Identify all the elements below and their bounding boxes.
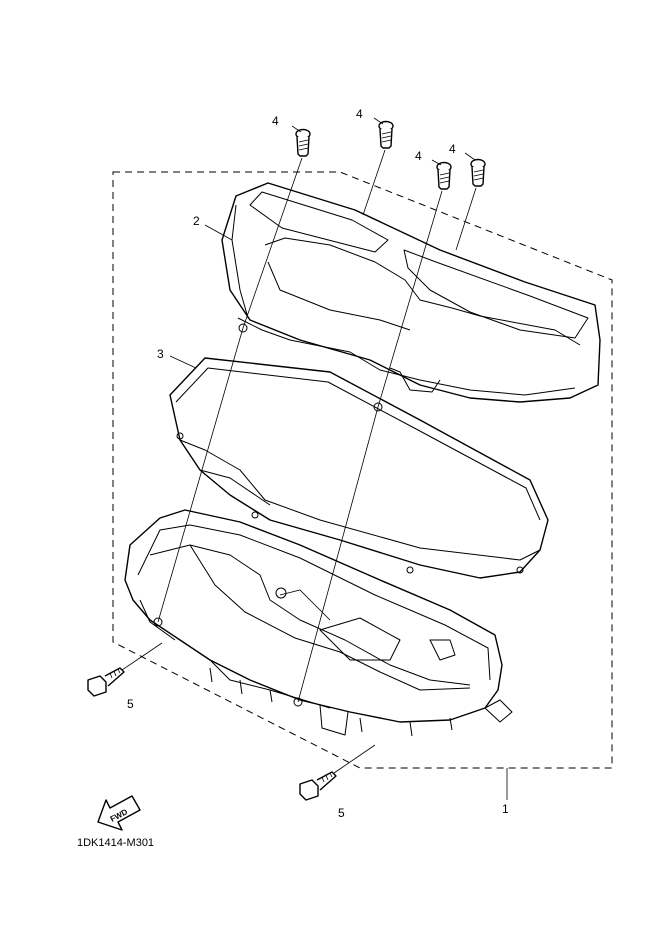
- screw-4-c-icon: [436, 161, 452, 190]
- callout-3: 3: [157, 347, 164, 361]
- assembly-boundary: [112, 171, 613, 769]
- screw-4-b-icon: [378, 120, 394, 149]
- bolt-5-b-icon: [299, 771, 337, 801]
- callout-4-b: 4: [356, 107, 363, 121]
- callout-1: 1: [502, 802, 509, 816]
- callout-5-a: 5: [127, 697, 134, 711]
- screw-4-a-icon: [295, 128, 311, 157]
- callout-2: 2: [193, 214, 200, 228]
- lower-case-assembly: [124, 509, 513, 737]
- upper-case-part-2: [221, 182, 601, 412]
- callout-5-b: 5: [338, 806, 345, 820]
- lens-cover-part-3: [169, 357, 549, 579]
- screw-4-d-icon: [470, 158, 486, 187]
- fwd-arrow-icon: FWD: [97, 795, 141, 831]
- bolt-5-a-icon: [87, 667, 125, 697]
- leader-lines: [121, 117, 508, 800]
- diagram-code: 1DK1414-M301: [77, 837, 154, 849]
- callout-4-a: 4: [272, 114, 279, 128]
- callout-4-c: 4: [415, 149, 422, 163]
- callout-4-d: 4: [449, 142, 456, 156]
